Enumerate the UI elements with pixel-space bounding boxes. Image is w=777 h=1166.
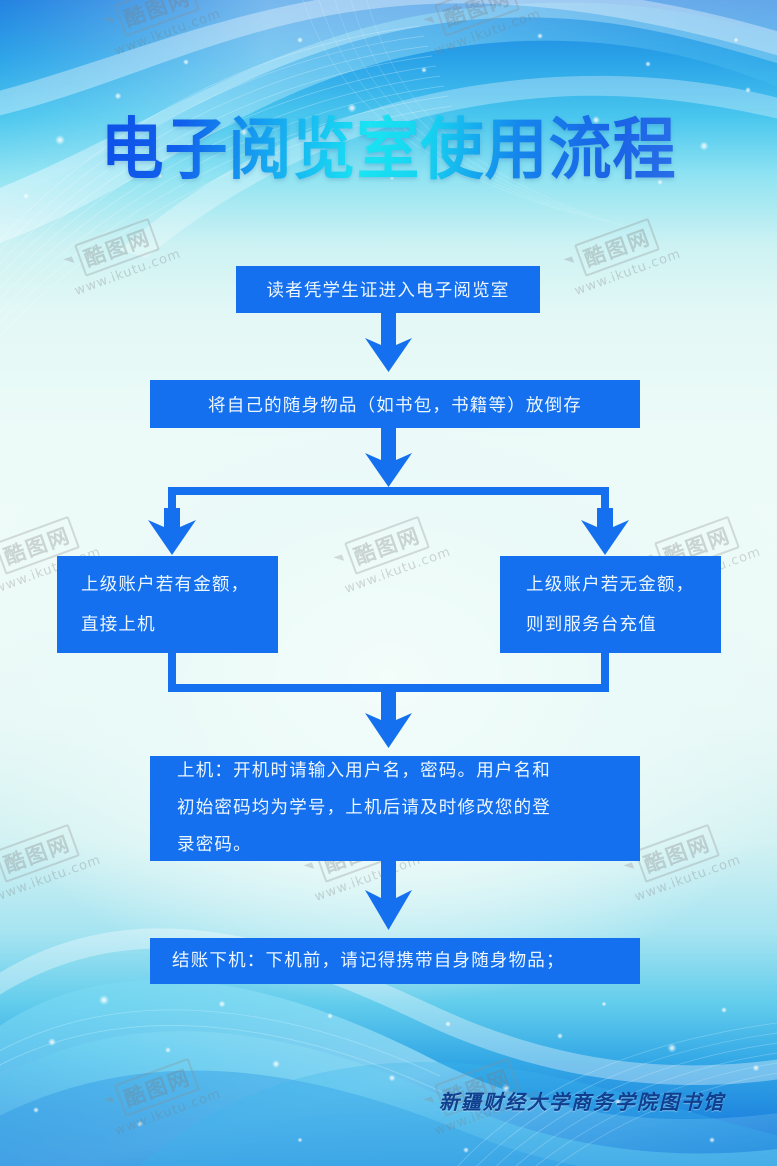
flow-node-has-balance: 上级账户若有金额， 直接上机 [57,556,278,653]
footer-organization: 新疆财经大学商务学院图书馆 [439,1090,725,1114]
flow-node-line: 上机：开机时请输入用户名，密码。用户名和 [177,761,551,781]
flow-node-line: 上级账户若有金额， [81,574,250,595]
flow-node-line: 读者凭学生证进入电子阅览室 [266,281,510,301]
arrow-split-to-n4 [581,508,629,555]
poster-title-wrap: 电子阅览室使用流程 [0,110,777,189]
merge-bar [168,653,609,692]
flow-node-line: 将自己的随身物品（如书包，书籍等）放倒存 [208,395,582,416]
flow-node-line: 初始密码均为学号，上机后请及时修改您的登 [177,798,551,818]
flow-node-login-instructions: 上机：开机时请输入用户名，密码。用户名和 初始密码均为学号，上机后请及时修改您的… [150,756,640,861]
arrow-n5-to-n6 [365,861,412,930]
flow-node-line: 直接上机 [81,614,156,635]
flow-node-checkout: 结账下机：下机前，请记得携带自身随身物品； [150,938,640,984]
page-title: 电子阅览室使用流程 [100,110,677,189]
sparkle-group [23,33,760,1153]
flow-node-store-belongings: 将自己的随身物品（如书包，书籍等）放倒存 [150,380,640,428]
arrow-n2-to-split [365,428,412,487]
flow-node-no-balance: 上级账户若无金额， 则到服务台充值 [500,556,721,653]
split-bar [168,487,609,516]
arrow-merge-to-n5 [365,688,412,748]
flow-node-line: 上级账户若无金额， [526,574,695,595]
flow-node-line: 结账下机：下机前，请记得携带自身随身物品； [172,951,565,971]
arrow-n1-to-n2 [365,313,412,372]
arrow-split-to-n3 [148,508,196,555]
flow-node-line: 录密码。 [177,835,252,855]
flow-node-line: 则到服务台充值 [526,614,657,635]
flow-node-entry: 读者凭学生证进入电子阅览室 [236,266,540,313]
top-wave-group [0,0,777,336]
